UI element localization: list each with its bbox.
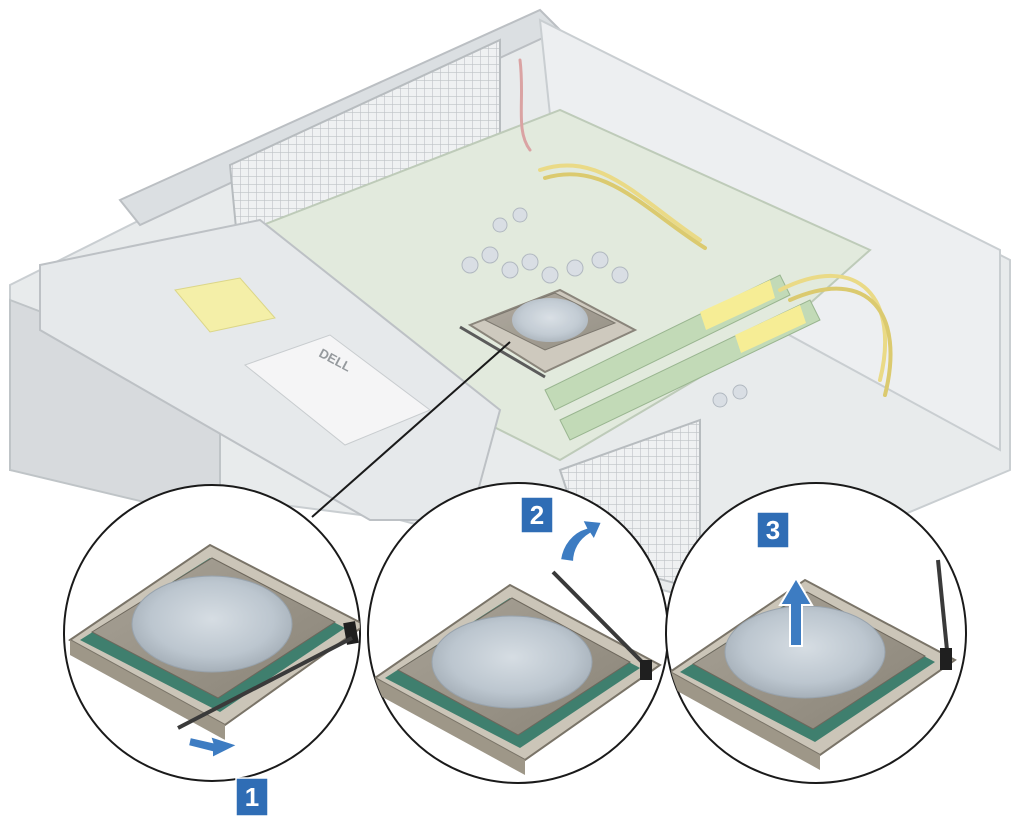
step-badge-1: 1 [235,777,269,817]
socket-lever [177,636,353,730]
detail-circle-step-2 [367,482,669,784]
step-number-3: 3 [766,515,780,545]
socket-base [670,672,820,770]
memory-modules [544,274,821,441]
socket-lever-vertical [936,559,950,661]
detail-circle-step-3 [665,482,967,784]
thermal-paste [431,615,593,709]
socket-base [375,678,525,775]
psu-label-plate [243,334,432,446]
socket-lever-handle [640,660,652,680]
thermal-paste [724,605,886,699]
thermal-paste [131,575,293,673]
step-badge-3: 3 [756,511,790,549]
step-badge-2: 2 [520,496,554,534]
memory-sticker-1 [700,280,775,330]
socket-base [70,640,225,740]
socket-lever-raised [551,570,650,670]
thermal-paste-small [512,298,588,342]
memory-sticker-2 [735,305,806,353]
psu-warning-sticker [174,277,276,333]
push-out-arrow-icon [186,734,241,760]
socket-lever-small [459,325,546,379]
step-number-1: 1 [245,782,259,812]
computer-chassis: DELL [9,8,1011,602]
step-number-2: 2 [530,500,544,530]
lift-up-arrow-icon [778,576,814,647]
power-cables [518,58,893,397]
socket-lever-handle [940,648,952,670]
detail-circle-step-1 [63,484,361,782]
callout-leader-line [311,341,511,518]
capacitors [461,207,748,408]
cpu-in-board [459,288,638,379]
rotate-up-arrow-icon [558,518,604,564]
